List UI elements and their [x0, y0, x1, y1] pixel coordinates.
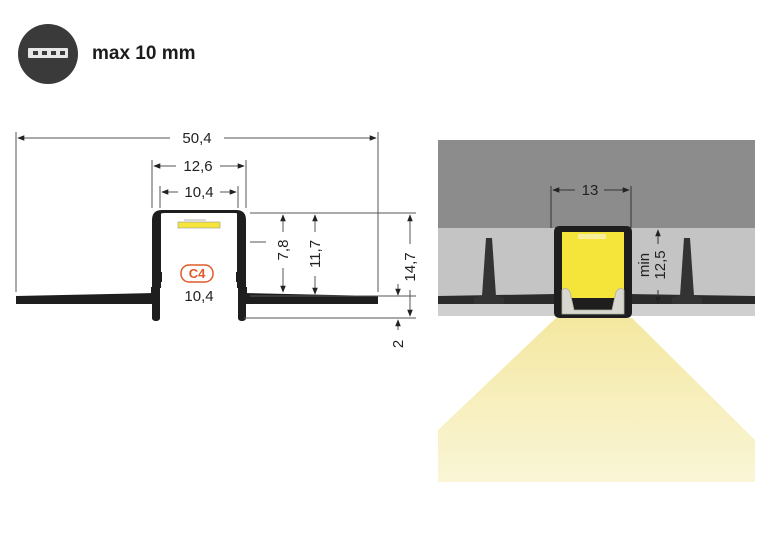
dim-inner-depth: 11,7 [307, 240, 324, 268]
installation-view [438, 140, 755, 482]
led-light-area [562, 232, 624, 298]
light-beam [438, 318, 755, 482]
screw-right [680, 238, 694, 296]
ceiling-layer [438, 140, 755, 228]
dim-strip-depth: 7,8 [275, 240, 292, 261]
dim-flange-thickness: 2 [390, 340, 407, 348]
diffuser-cover [561, 288, 625, 315]
dim-total-height: 14,7 [402, 252, 419, 281]
led-strip [177, 221, 221, 229]
installation-dimension-lines [550, 186, 661, 304]
right-flange [243, 293, 378, 304]
dim-inner-width-top: 10,4 [184, 184, 213, 201]
dim-min-label: min [636, 253, 653, 277]
max-strip-width-label: max 10 mm [92, 43, 196, 64]
cover-code-label: C4 [189, 266, 206, 281]
dim-outer-width: 12,6 [183, 158, 212, 175]
left-flange [16, 293, 154, 304]
dim-overall-width: 50,4 [182, 130, 211, 147]
dim-cutout-width: 13 [582, 182, 599, 199]
cover-code-badge: C4 [180, 264, 214, 283]
screw-left [482, 238, 496, 296]
dimension-lines [15, 132, 416, 330]
dim-inner-width-bottom: 10,4 [184, 288, 213, 305]
led-strip-icon [18, 24, 78, 84]
dim-min-depth: 12,5 [652, 250, 669, 279]
strip-width-row: max 10 mm [18, 24, 196, 84]
